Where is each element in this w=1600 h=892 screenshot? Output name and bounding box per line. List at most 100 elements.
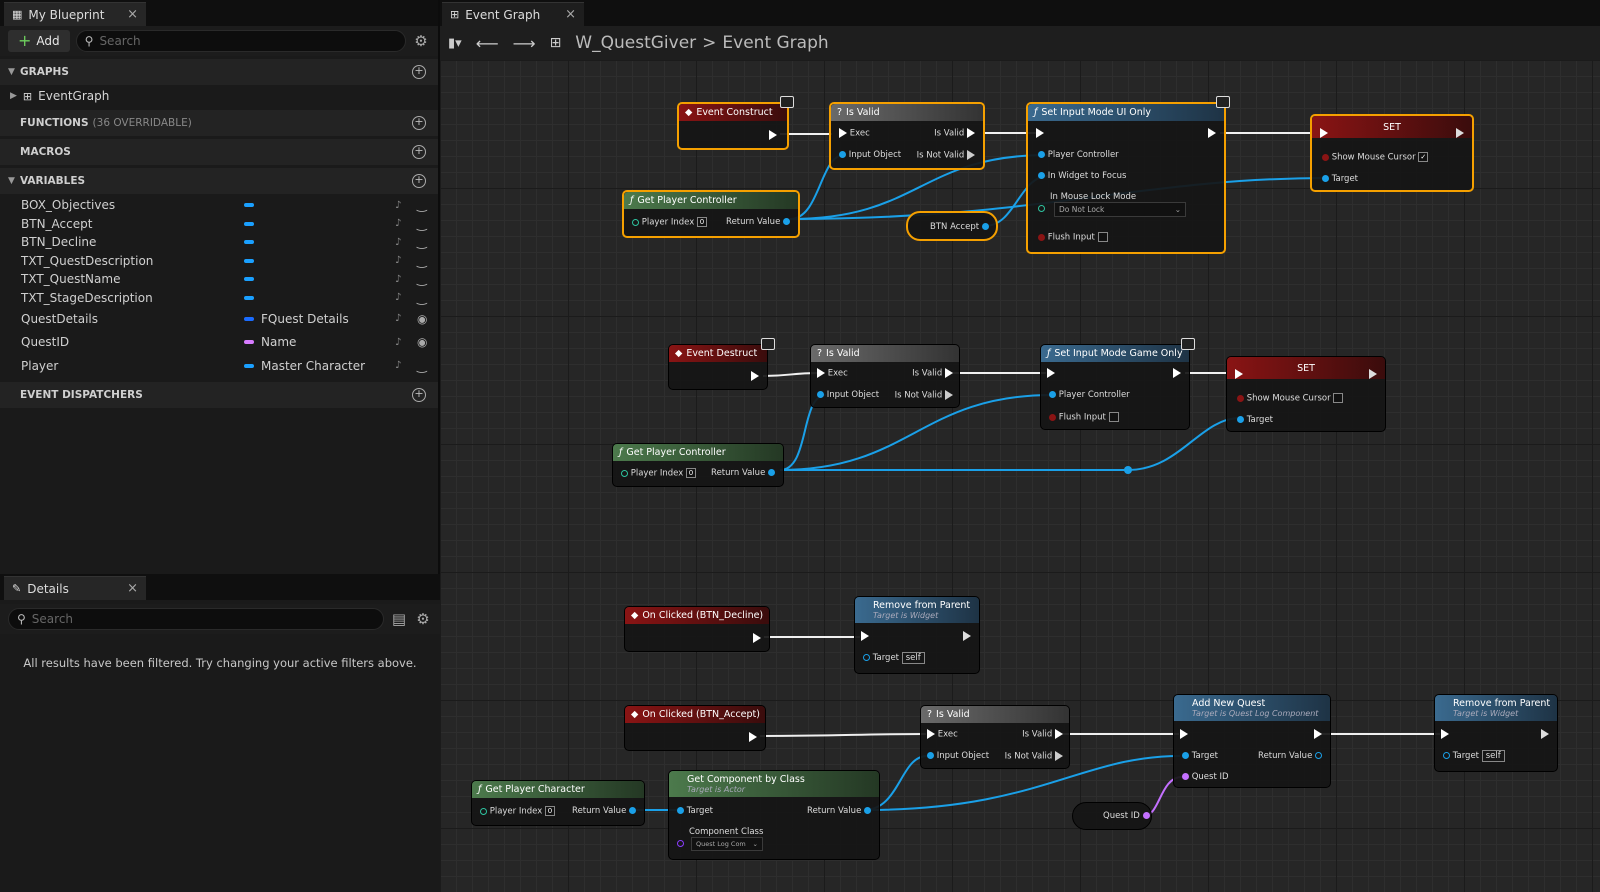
checkbox[interactable]	[1108, 412, 1119, 422]
player-index-pin[interactable]: Player Index 0	[480, 806, 555, 817]
is-valid-node[interactable]: ? Is Valid Exec Is Valid Input Object Is…	[829, 102, 985, 170]
show-mouse-cursor-pin[interactable]: Show Mouse Cursor ✓	[1322, 152, 1429, 163]
gear-icon[interactable]: ⚙	[414, 32, 428, 50]
get-player-controller-node[interactable]: ƒ Get Player Controller Player Index 0 R…	[622, 190, 800, 238]
return-value-pin[interactable]: Return Value	[572, 806, 636, 816]
eye-icon[interactable]: ◉	[417, 311, 428, 326]
remove-from-parent-node-2[interactable]: Remove from Parent Target is Widget Targ…	[1434, 694, 1558, 772]
add-dispatcher-icon[interactable]: +	[412, 387, 426, 402]
exec-out-pin[interactable]	[1173, 368, 1181, 379]
in-widget-to-focus-pin[interactable]: In Widget to Focus	[1038, 171, 1126, 181]
player-controller-pin[interactable]: Player Controller	[1038, 150, 1119, 160]
variable-row[interactable]: BTN_Decline♪‿	[0, 233, 438, 252]
variable-row[interactable]: TXT_StageDescription♪‿	[0, 289, 438, 308]
bell-icon[interactable]: ♪	[395, 255, 402, 267]
remove-from-parent-node[interactable]: Remove from Parent Target is Widget Targ…	[854, 596, 980, 674]
add-graph-icon[interactable]: +	[412, 65, 426, 79]
return-value-pin[interactable]: Return Value	[711, 468, 775, 478]
quest-id-pin[interactable]: Quest ID	[1182, 772, 1229, 782]
eye-icon[interactable]: ◉	[417, 335, 428, 350]
self-input[interactable]: self	[901, 652, 925, 664]
is-valid-out-pin[interactable]: Is Valid	[1022, 729, 1063, 740]
is-valid-out-pin[interactable]: Is Valid	[934, 128, 975, 139]
event-graph-tab[interactable]: ⊞ Event Graph ×	[442, 2, 584, 26]
target-pin[interactable]: Target self	[863, 652, 925, 664]
exec-in-pin[interactable]	[1235, 369, 1243, 380]
flush-input-pin[interactable]: Flush Input	[1049, 412, 1119, 423]
exec-out-pin[interactable]	[751, 371, 759, 382]
player-index-input[interactable]: 0	[685, 468, 696, 478]
player-index-pin[interactable]: Player Index 0	[632, 217, 707, 228]
show-mouse-cursor-pin[interactable]: Show Mouse Cursor	[1237, 393, 1344, 404]
blueprint-search-input[interactable]: ⚲ Search	[75, 30, 406, 52]
btn-accept-pin[interactable]: BTN Accept	[930, 222, 989, 232]
exec-in-pin[interactable]: Exec	[817, 368, 848, 379]
input-object-pin[interactable]: Input Object	[927, 751, 989, 761]
player-index-input[interactable]: 0	[696, 217, 707, 227]
exec-out-pin[interactable]	[1369, 369, 1377, 380]
my-blueprint-tab[interactable]: ▦ My Blueprint ×	[4, 2, 146, 26]
input-object-pin[interactable]: Input Object	[839, 150, 901, 160]
player-controller-pin[interactable]: Player Controller	[1049, 390, 1130, 400]
return-value-pin[interactable]: Return Value	[726, 217, 790, 227]
component-class-dropdown[interactable]: Quest Log Com⌄	[691, 837, 763, 851]
get-player-controller-node-2[interactable]: ƒ Get Player Controller Player Index 0 R…	[612, 443, 784, 487]
details-tab[interactable]: ✎ Details ×	[4, 576, 146, 600]
bell-icon[interactable]: ♪	[395, 360, 402, 372]
add-function-icon[interactable]: +	[412, 116, 426, 130]
is-valid-node-3[interactable]: ? Is Valid Exec Is Valid Input Object Is…	[920, 705, 1070, 769]
exec-in-pin[interactable]: Exec	[927, 729, 958, 740]
exec-in-pin[interactable]	[861, 631, 869, 642]
exec-in-pin[interactable]	[1047, 368, 1055, 379]
eye-closed-icon[interactable]: ‿	[417, 253, 427, 268]
bell-icon[interactable]: ♪	[395, 218, 402, 230]
close-icon[interactable]: ×	[127, 581, 138, 596]
exec-out-pin[interactable]	[1541, 729, 1549, 740]
exec-out-pin[interactable]	[769, 130, 777, 141]
component-class-pin[interactable]	[677, 839, 684, 849]
is-not-valid-out-pin[interactable]: Is Not Valid	[917, 150, 975, 161]
macros-section[interactable]: MACROS +	[0, 139, 438, 165]
on-clicked-decline-node[interactable]: ◆ On Clicked (BTN_Decline)	[624, 606, 770, 652]
bell-icon[interactable]: ♪	[395, 292, 402, 304]
flush-input-pin[interactable]: Flush Input	[1038, 232, 1108, 243]
mouse-lock-pin[interactable]	[1038, 204, 1045, 214]
forward-arrow-icon[interactable]: ⟶	[512, 33, 536, 53]
checkbox[interactable]	[1097, 232, 1108, 242]
details-search-input[interactable]: ⚲ Search	[8, 608, 384, 630]
exec-in-pin[interactable]	[1180, 729, 1188, 740]
gear-icon[interactable]: ⚙	[416, 610, 430, 628]
eye-closed-icon[interactable]: ‿	[417, 198, 427, 213]
add-macro-icon[interactable]: +	[412, 145, 426, 159]
exec-out-pin[interactable]	[753, 633, 761, 644]
player-index-input[interactable]: 0	[544, 806, 555, 816]
event-graph-item[interactable]: ▶ ⊞ EventGraph	[0, 85, 438, 107]
bell-icon[interactable]: ♪	[395, 199, 402, 211]
return-value-pin[interactable]: Return Value	[807, 806, 871, 816]
add-button[interactable]: + Add	[8, 30, 70, 52]
eye-closed-icon[interactable]: ‿	[417, 235, 427, 250]
exec-out-pin[interactable]	[1314, 729, 1322, 740]
player-index-pin[interactable]: Player Index 0	[621, 468, 696, 479]
eye-closed-icon[interactable]: ‿	[417, 272, 427, 287]
eye-closed-icon[interactable]: ‿	[417, 216, 427, 231]
breadcrumb-leaf[interactable]: Event Graph	[722, 33, 829, 53]
get-player-character-node[interactable]: ƒ Get Player Character Player Index 0 Re…	[471, 780, 645, 826]
bell-icon[interactable]: ♪	[395, 336, 402, 348]
event-construct-node[interactable]: ◆ Event Construct	[677, 102, 789, 150]
checkbox[interactable]	[1333, 393, 1344, 403]
variable-row[interactable]: TXT_QuestName♪‿	[0, 270, 438, 289]
add-variable-icon[interactable]: +	[412, 174, 426, 188]
eye-closed-icon[interactable]: ‿	[417, 358, 427, 373]
breadcrumb-root[interactable]: W_QuestGiver	[575, 33, 697, 53]
back-arrow-icon[interactable]: ⟵	[475, 33, 499, 53]
variables-section[interactable]: ▼ VARIABLES +	[0, 168, 438, 194]
exec-in-pin[interactable]	[1320, 128, 1328, 139]
return-value-pin[interactable]: Return Value	[1258, 751, 1322, 761]
functions-section[interactable]: FUNCTIONS (36 OVERRIDABLE) +	[0, 110, 438, 136]
set-input-mode-game-only-node[interactable]: ƒ Set Input Mode Game Only Player Contro…	[1040, 344, 1190, 430]
bell-icon[interactable]: ♪	[395, 236, 402, 248]
variable-row[interactable]: TXT_QuestDescription♪‿	[0, 252, 438, 271]
